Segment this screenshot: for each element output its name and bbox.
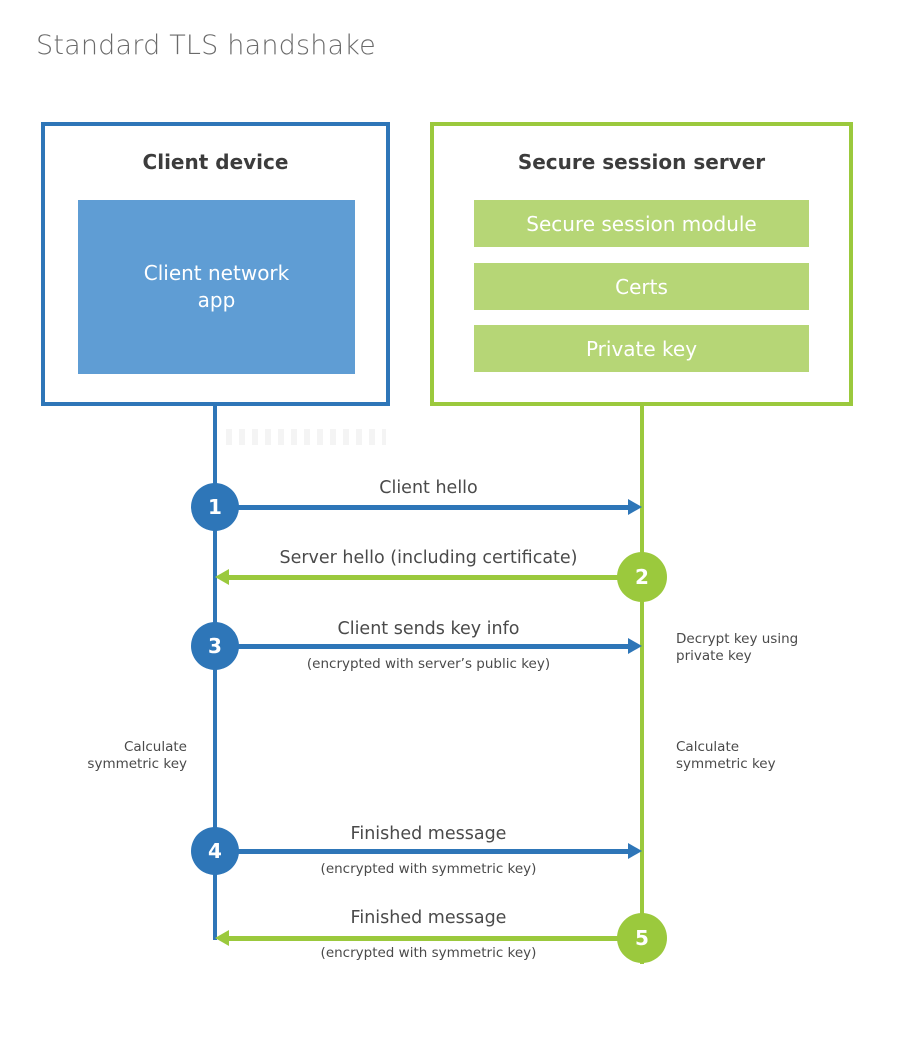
arrow-head-right-icon	[628, 843, 642, 859]
note-line: Calculate	[123, 739, 187, 755]
server-title: Secure session server	[517, 150, 766, 174]
step-circle-5: 5	[617, 913, 667, 963]
server-module-bar: Private key	[474, 325, 809, 372]
step-circle-1: 1	[191, 483, 239, 531]
faint-artifact-marks	[226, 429, 386, 445]
message-label-finished-server: Finished message	[350, 908, 507, 928]
note-line: symmetric key	[87, 756, 187, 772]
message-label-server-hello: Server hello (including certificate)	[279, 548, 578, 568]
arrow-line-client-hello	[236, 505, 628, 510]
message-sublabel-finished-client: (encrypted with symmetric key)	[320, 861, 537, 877]
note-calculate-symmetric-key-server: Calculate symmetric key	[676, 739, 826, 773]
secure-session-server-box: Secure session server Secure session mod…	[430, 122, 853, 406]
note-line: Calculate	[676, 739, 740, 755]
server-module-bar: Secure session module	[474, 200, 809, 247]
client-device-box: Client device Client network app	[41, 122, 390, 406]
server-lifeline	[640, 406, 644, 964]
step-circle-4: 4	[191, 827, 239, 875]
note-decrypt-key: Decrypt key using private key	[676, 631, 826, 665]
arrow-head-right-icon	[628, 638, 642, 654]
message-sublabel-finished-server: (encrypted with symmetric key)	[320, 945, 537, 961]
client-network-app-label: Client network app	[143, 261, 290, 312]
arrow-head-left-icon	[215, 569, 229, 585]
client-lifeline	[213, 406, 217, 940]
arrow-line-finished-server	[229, 936, 619, 941]
note-line: symmetric key	[676, 756, 776, 772]
message-label-finished-client: Finished message	[350, 824, 507, 844]
message-label-key-info: Client sends key info	[337, 619, 520, 639]
message-label-client-hello: Client hello	[379, 478, 478, 498]
note-calculate-symmetric-key-client: Calculate symmetric key	[57, 739, 187, 773]
client-network-app-box: Client network app	[78, 200, 355, 374]
step-circle-3: 3	[191, 622, 239, 670]
arrow-head-left-icon	[215, 930, 229, 946]
step-circle-2: 2	[617, 552, 667, 602]
server-module-bar: Certs	[474, 263, 809, 310]
arrow-line-server-hello	[229, 575, 619, 580]
arrow-line-key-info	[236, 644, 628, 649]
note-line: private key	[676, 648, 752, 664]
page-title: Standard TLS handshake	[36, 30, 376, 61]
arrow-line-finished-client	[236, 849, 628, 854]
note-line: Decrypt key using	[676, 631, 799, 647]
message-sublabel-key-info: (encrypted with server’s public key)	[306, 656, 551, 672]
arrow-head-right-icon	[628, 499, 642, 515]
client-device-title: Client device	[142, 150, 289, 174]
